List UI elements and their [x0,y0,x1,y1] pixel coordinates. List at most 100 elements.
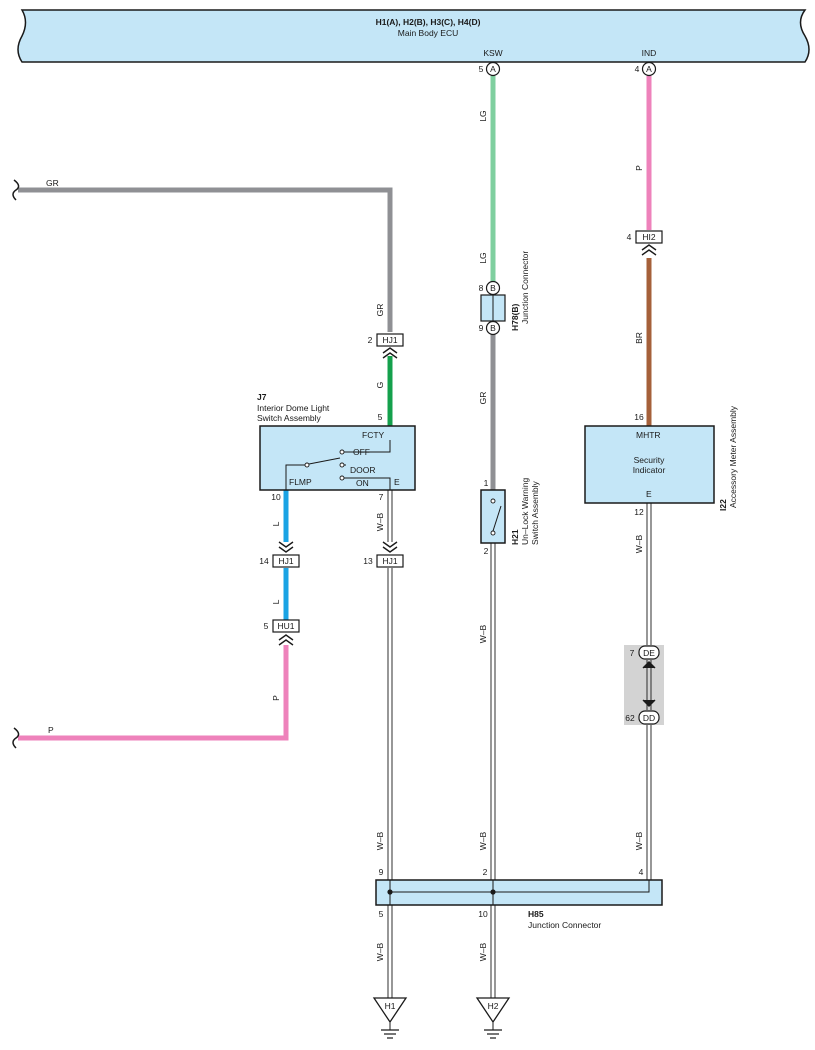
connector-hj1-e: HJ1 13 [363,541,404,568]
svg-text:E: E [394,477,400,487]
wire-label-p-horiz: P [48,725,54,735]
svg-text:5: 5 [379,909,384,919]
svg-text:HI2: HI2 [642,232,656,242]
svg-text:4: 4 [635,64,640,74]
j7-name-line2: Switch Assembly [257,413,322,423]
svg-text:5: 5 [479,64,484,74]
wires [18,76,652,741]
j7-name-line1: Interior Dome Light [257,403,330,413]
svg-text:B: B [490,323,496,333]
svg-text:4: 4 [639,867,644,877]
svg-text:2: 2 [484,546,489,556]
wire-label-wb-right-low: W–B [634,831,644,850]
wire-label-gr-h21: GR [478,392,488,405]
ecu-terminal-ksw: KSW [483,48,502,58]
h21-unlock-warning-switch: 1 2 H21 Un–Lock Warning Switch Assembly [480,477,540,556]
svg-text:13: 13 [363,556,373,566]
svg-text:7: 7 [379,492,384,502]
h78-code: H78(B) [510,303,520,331]
connector-hi2: HI2 4 [627,230,663,256]
wire-break-gr [12,179,20,201]
svg-text:1: 1 [484,478,489,488]
wire-labels: GR GR G L L P P W–B W–B W–B LG LG GR W–B… [46,110,644,961]
svg-text:10: 10 [271,492,281,502]
svg-text:Indicator: Indicator [633,465,666,475]
i22-accessory-meter: 16 MHTR Security Indicator E 12 I22 Acce… [584,405,738,517]
h85-junction-connector: 9 2 4 5 10 H85 Junction Connector [375,867,663,930]
i22-name: Accessory Meter Assembly [728,405,738,508]
svg-text:Security: Security [634,455,665,465]
svg-text:2: 2 [483,867,488,877]
h21-name-line2: Switch Assembly [530,480,540,545]
wire-label-wb-mid-low: W–B [478,831,488,850]
svg-text:DD: DD [643,713,655,723]
svg-text:9: 9 [379,867,384,877]
svg-text:H1: H1 [385,1001,396,1011]
h78-junction-connector: B 8 B 9 H78(B) Junction Connector [479,251,530,336]
svg-text:8: 8 [479,283,484,293]
svg-text:DE: DE [643,648,655,658]
wire-label-p-vert: P [271,695,281,701]
connector-de-dd: DE 7 DD 62 [624,645,664,725]
wire-label-g: G [375,382,385,389]
h21-code: H21 [510,529,520,545]
wire-label-lg2: LG [478,252,488,263]
svg-text:14: 14 [259,556,269,566]
svg-text:H2: H2 [488,1001,499,1011]
wire-label-wb-mid: W–B [478,624,488,643]
svg-text:10: 10 [478,909,488,919]
svg-text:A: A [490,64,496,74]
svg-text:ON: ON [356,478,369,488]
svg-text:62: 62 [625,713,635,723]
connector-hu1: HU1 5 [264,619,300,646]
wb-wires [387,490,652,998]
svg-text:HU1: HU1 [277,621,294,631]
svg-text:9: 9 [479,323,484,333]
svg-text:7: 7 [630,648,635,658]
svg-text:2: 2 [368,335,373,345]
ecu-title: H1(A), H2(B), H3(C), H4(D) [376,17,481,27]
svg-text:16: 16 [634,412,644,422]
svg-text:FLMP: FLMP [289,477,312,487]
svg-text:HJ1: HJ1 [382,556,397,566]
svg-text:4: 4 [627,232,632,242]
h85-name: Junction Connector [528,920,601,930]
ecu-box [17,9,810,63]
svg-text:A: A [646,64,652,74]
h21-name-line1: Un–Lock Warning [520,477,530,545]
connector-hj1-top: HJ1 2 [368,333,404,359]
h78-name: Junction Connector [520,251,530,324]
wire-break-p [12,727,20,749]
i22-code: I22 [718,499,728,511]
wire-label-gr-top: GR [46,178,59,188]
h85-code: H85 [528,909,544,919]
wire-label-l1: L [271,521,281,526]
wire-gr-top [18,187,393,332]
svg-text:E: E [646,489,652,499]
wire-label-gr-vert: GR [375,304,385,317]
svg-text:MHTR: MHTR [636,430,661,440]
wire-label-wb-left-low: W–B [375,831,385,850]
wire-label-wb-left-bottom: W–B [375,942,385,961]
svg-text:HJ1: HJ1 [278,556,293,566]
svg-text:12: 12 [634,507,644,517]
wire-label-p-ind: P [634,165,644,171]
ecu-terminal-ksw-pin: A 5 [479,61,501,77]
wire-p-left [18,645,289,741]
wire-label-wb-mid-bottom: W–B [478,942,488,961]
j7-code: J7 [257,392,267,402]
j7-dome-light-switch: J7 Interior Dome Light Switch Assembly 5… [257,392,416,502]
ground-h1: H1 [372,997,408,1039]
wire-label-wb-j7: W–B [375,512,385,531]
svg-text:5: 5 [264,621,269,631]
svg-text:HJ1: HJ1 [382,335,397,345]
wire-label-br: BR [634,332,644,344]
ecu-terminal-ind-pin: A 4 [635,61,657,77]
ecu-subtitle: Main Body ECU [398,28,458,38]
ecu-terminal-ind: IND [642,48,657,58]
svg-text:DOOR: DOOR [350,465,376,475]
svg-text:B: B [490,283,496,293]
svg-text:FCTY: FCTY [362,430,385,440]
main-body-ecu: H1(A), H2(B), H3(C), H4(D) Main Body ECU… [17,9,810,63]
